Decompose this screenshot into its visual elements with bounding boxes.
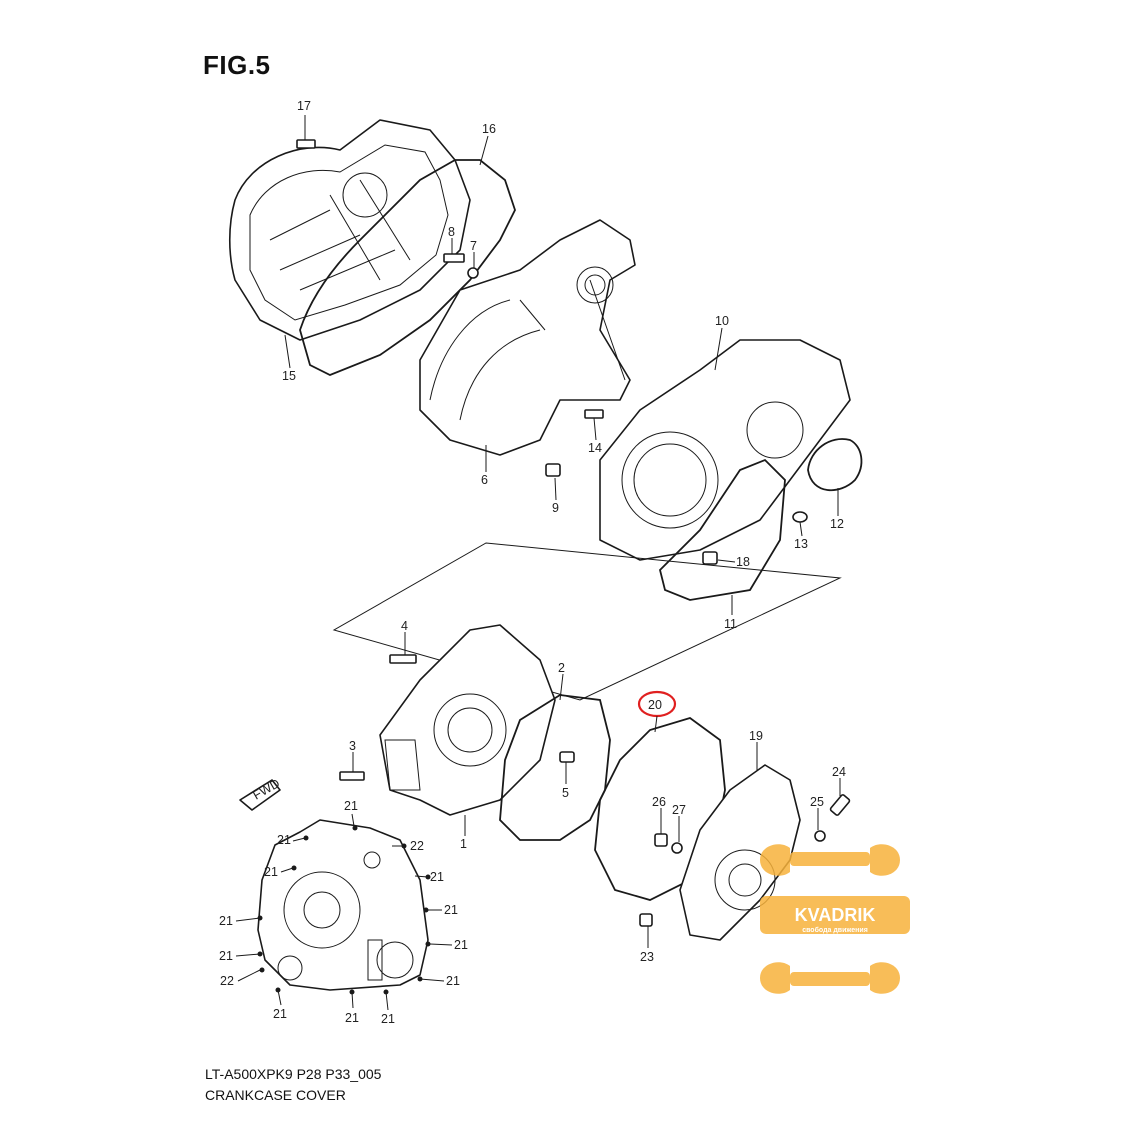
generator-cover [599, 339, 851, 561]
filler-cap-24 [829, 794, 851, 816]
bolt-14 [584, 409, 604, 419]
part-label-2: 2 [558, 661, 565, 675]
clutch-cover-gasket [594, 717, 726, 901]
figure-title: FIG.5 [203, 50, 271, 80]
assembly-boundary [332, 542, 842, 701]
clutch-inner-cover [419, 219, 636, 456]
part-label-15: 15 [282, 369, 296, 383]
part-label-6: 6 [481, 473, 488, 487]
bolt-17 [296, 139, 316, 149]
forward-direction-marker: FWD [239, 776, 282, 811]
part-label-21: 21 [344, 799, 358, 813]
dowel-5 [559, 751, 575, 763]
outer-clutch-cover [228, 119, 471, 341]
part-label-20: 20 [648, 698, 662, 712]
part-label-27: 27 [672, 803, 686, 817]
outer-cover-gasket [299, 159, 516, 376]
o-ring-25 [814, 830, 826, 842]
bolt-4 [389, 654, 417, 664]
part-label-1: 1 [460, 837, 467, 851]
cover-bolt-pattern [257, 819, 429, 991]
part-label-26: 26 [652, 795, 666, 809]
part-label-5: 5 [562, 786, 569, 800]
part-label-21: 21 [345, 1011, 359, 1025]
oil-seal [792, 511, 808, 523]
part-label-16: 16 [482, 122, 496, 136]
small-cover-gasket [807, 438, 863, 492]
dowel-9 [545, 463, 561, 477]
part-label-19: 19 [749, 729, 763, 743]
brand-watermark: KVADRIK свобода движения [760, 844, 910, 994]
part-label-8: 8 [448, 225, 455, 239]
part-label-18: 18 [736, 555, 750, 569]
part-label-13: 13 [794, 537, 808, 551]
plug [702, 551, 718, 565]
magneto-cover-gasket [499, 694, 611, 841]
part-label-21: 21 [219, 949, 233, 963]
clutch-cover [679, 764, 801, 941]
part-label-3: 3 [349, 739, 356, 753]
bolt-8 [443, 253, 465, 263]
o-ring-27 [671, 842, 683, 854]
bolt-3 [339, 771, 365, 781]
part-label-21: 21 [219, 914, 233, 928]
part-label-21: 21 [264, 865, 278, 879]
part-label-4: 4 [401, 619, 408, 633]
part-label-7: 7 [470, 239, 477, 253]
part-label-21: 21 [446, 974, 460, 988]
part-label-11: 11 [724, 617, 737, 631]
magneto-cover [379, 624, 556, 816]
part-label-14: 14 [588, 441, 602, 455]
part-label-21: 21 [273, 1007, 287, 1021]
part-label-21: 21 [454, 938, 468, 952]
washer-7 [467, 267, 479, 279]
svg-text:свобода движения: свобода движения [802, 926, 868, 934]
part-label-23: 23 [640, 950, 654, 964]
part-label-10: 10 [715, 314, 729, 328]
part-label-21: 21 [277, 833, 291, 847]
part-label-9: 9 [552, 501, 559, 515]
svg-text:KVADRIK: KVADRIK [795, 905, 876, 925]
generator-cover-gasket [659, 458, 786, 601]
part-label-12: 12 [830, 517, 844, 531]
dowel-23 [639, 913, 653, 927]
part-label-25: 25 [810, 795, 824, 809]
part-label-21: 21 [430, 870, 444, 884]
part-label-22: 22 [220, 974, 234, 988]
plug-26 [654, 833, 668, 847]
figure-name: CRANKCASE COVER [205, 1087, 346, 1103]
part-label-22: 22 [410, 839, 424, 853]
part-label-21: 21 [444, 903, 458, 917]
part-label-17: 17 [297, 99, 311, 113]
figure-code: LT-A500XPK9 P28 P33_005 [205, 1066, 382, 1082]
part-label-24: 24 [832, 765, 846, 779]
part-label-21: 21 [381, 1012, 395, 1026]
